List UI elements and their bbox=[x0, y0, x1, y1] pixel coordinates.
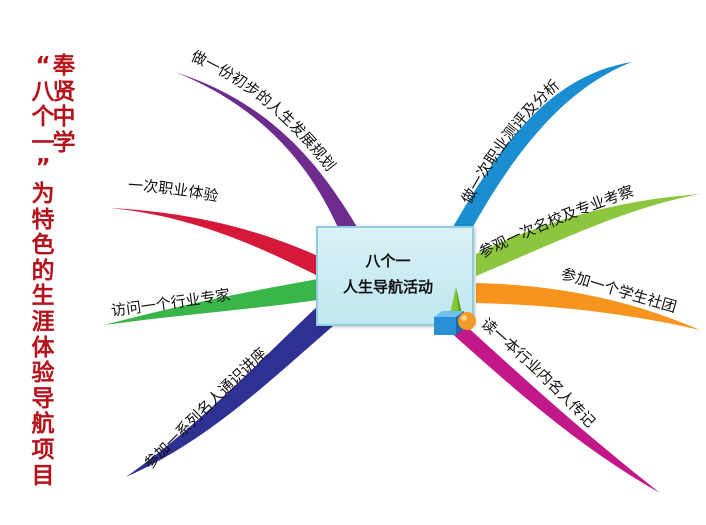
side-title-char: 生 bbox=[31, 283, 55, 310]
side-title-char: 特 bbox=[31, 206, 55, 233]
side-title-char: 项 bbox=[31, 436, 55, 463]
branch-6 bbox=[476, 194, 700, 276]
side-title-char: 学 bbox=[52, 129, 76, 156]
side-title-char: 色 bbox=[31, 232, 55, 259]
branch-1 bbox=[175, 72, 360, 232]
side-title-school: 奉 贤 中 学 bbox=[51, 53, 77, 156]
side-title-char: 验 bbox=[31, 360, 55, 387]
side-title-char: 涯 bbox=[31, 308, 55, 335]
side-title-char: “ bbox=[35, 53, 51, 79]
side-title-char: 航 bbox=[31, 411, 55, 438]
branch-3 bbox=[104, 279, 318, 325]
side-title-char: 为 bbox=[31, 180, 55, 207]
side-title-char: 奉 bbox=[52, 53, 76, 79]
side-title-project: “ 八 个 一 ” 为 特 色 的 生 涯 体 验 导 航 项 目 bbox=[30, 53, 56, 489]
side-title-char: 一 bbox=[31, 129, 55, 156]
side-title-char: 体 bbox=[31, 334, 55, 361]
side-title-char: ” bbox=[35, 155, 51, 182]
branch-label: 做一次职业测评及分析 bbox=[458, 76, 563, 207]
branch-4 bbox=[126, 302, 340, 477]
shapes-icon bbox=[434, 287, 476, 335]
side-title-char: 的 bbox=[31, 257, 55, 284]
branch-7 bbox=[476, 283, 700, 330]
branch-label: 一次职业体验 bbox=[128, 176, 220, 205]
branch-label: 参观一次名校及专业考察 bbox=[476, 182, 636, 262]
side-title-char: 导 bbox=[31, 385, 55, 412]
branch-5 bbox=[450, 62, 632, 232]
central-topic-line2: 人生导航活动 bbox=[342, 278, 433, 296]
side-title-char: 目 bbox=[31, 462, 55, 489]
side-title-char: 中 bbox=[52, 104, 76, 131]
branch-label: 做一份初步的人生发展规划 bbox=[188, 47, 339, 174]
branch-label: 参加一系列名人通识讲座 bbox=[140, 344, 270, 473]
branch-8 bbox=[448, 322, 660, 493]
side-title-char: 个 bbox=[31, 104, 55, 131]
branch-label: 读一本行业内名人传记 bbox=[478, 314, 599, 431]
side-title-char: 贤 bbox=[52, 78, 76, 105]
central-topic-line1: 八个一 bbox=[365, 252, 411, 270]
central-topic: 八个一 人生导航活动 bbox=[316, 226, 474, 326]
side-title-char: 八 bbox=[31, 78, 55, 105]
branch-2 bbox=[110, 208, 318, 276]
